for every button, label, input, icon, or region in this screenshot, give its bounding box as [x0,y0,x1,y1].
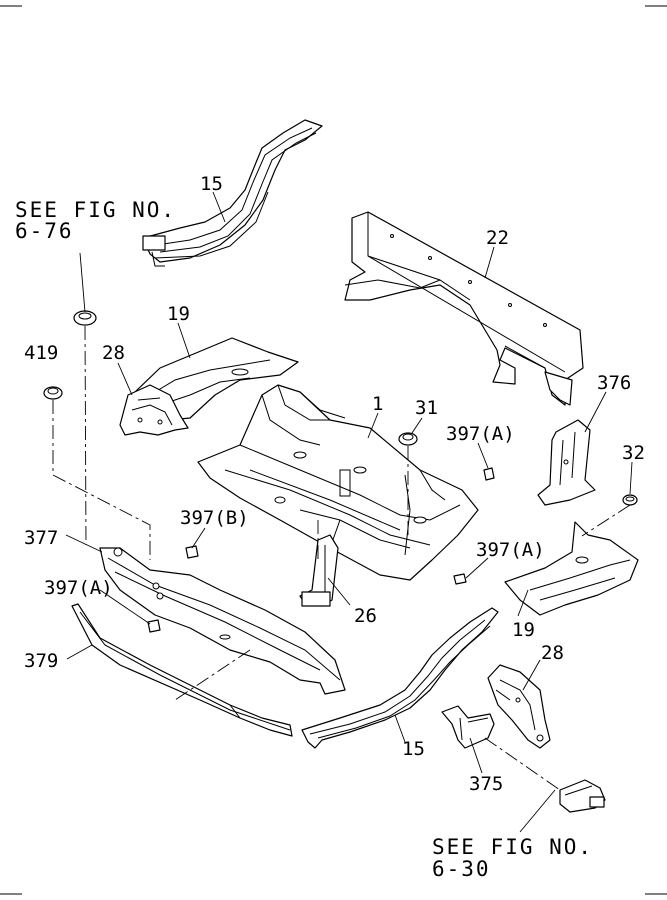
reference-fig-6-30: SEE FIG NO. 6-30 [432,835,593,881]
crop-marks [0,5,667,895]
part-22-cross-member [344,211,584,406]
callout-1: 1 [372,393,383,415]
callout-labels: 15 22 19 419 28 1 31 397(A) 376 32 397(B… [24,173,645,795]
reference-fig-6-30-line1: SEE FIG NO. [432,835,593,859]
part-28-left-bracket [119,384,189,436]
part-377-sill-rail [99,547,346,695]
callout-28-left: 28 [102,342,125,364]
callout-397a-left: 397(A) [44,577,113,599]
assembly-lines [52,325,631,791]
callout-15-bottom: 15 [402,738,425,760]
callout-377: 377 [24,527,58,549]
reference-fig-6-76: SEE FIG NO. 6-76 [15,198,176,243]
callout-19-left: 19 [167,303,190,325]
reference-fig-6-76-line2: 6-76 [15,219,74,243]
part-376-bracket [537,419,596,506]
callout-19-right: 19 [512,619,535,641]
callout-15-top: 15 [200,173,223,195]
part-397a-clip-right [453,573,467,585]
callout-375: 375 [469,773,503,795]
callout-31: 31 [415,397,438,419]
part-15-lower-rail [301,607,499,749]
part-31-grommet [398,432,418,446]
part-15-upper-rail [142,119,323,267]
part-397a-clip-left [147,619,161,633]
reference-fig-6-76-line1: SEE FIG NO. [15,198,176,222]
callout-397b: 397(B) [180,507,249,529]
callout-397a-top: 397(A) [446,423,515,445]
callout-32: 32 [622,442,645,464]
callout-379: 379 [24,650,58,672]
callout-28-right: 28 [541,642,564,664]
part-375-guard [441,705,495,749]
part-379-lower-rail [71,603,293,737]
reference-fig-6-30-line2: 6-30 [432,857,491,881]
grommet-upper-left [73,310,97,326]
part-419-grommet [43,386,63,400]
callout-leaders [65,191,633,833]
part-32-grommet [622,494,638,506]
callout-397a-right: 397(A) [476,539,545,561]
part-397a-clip-top [483,467,495,481]
part-19-right-panel [504,521,639,616]
callout-26: 26 [354,605,377,627]
callout-22: 22 [486,227,509,249]
part-26-brace [299,534,339,607]
callout-376: 376 [597,372,631,394]
callout-419: 419 [24,342,58,364]
connector-ghost [559,779,606,813]
part-28-right-bracket [487,664,551,749]
